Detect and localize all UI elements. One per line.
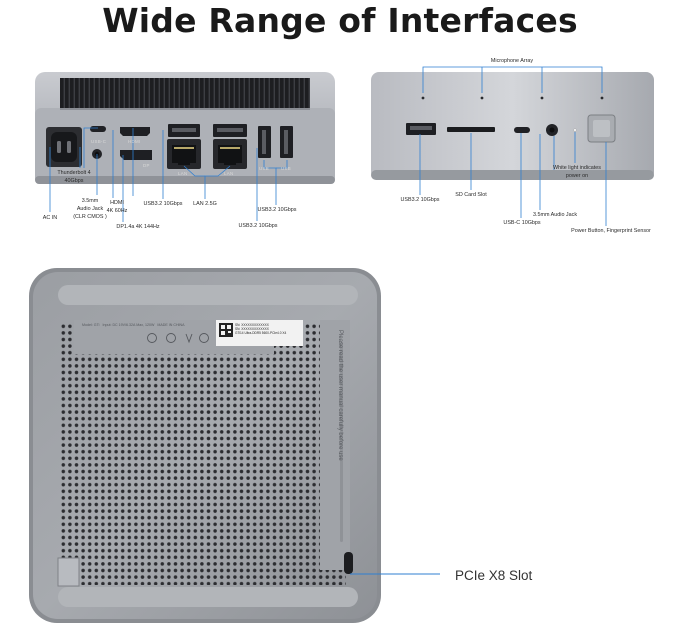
sd-card-slot <box>447 127 495 132</box>
regulatory-text: Model: GTi Input: DC 19V/6.32A Max, 120W… <box>82 323 185 327</box>
label-power-button: Power Button, Fingerprint Sensor <box>571 228 651 234</box>
label-audio-jack-1: 3.5mm <box>81 198 99 204</box>
usbc-port-front <box>514 127 530 133</box>
label-audio-jack-3: (CLR CMOS ) <box>73 214 107 220</box>
label-usb-right-bottom: USB3.2 10Gbps <box>238 223 278 229</box>
front-chassis <box>371 72 654 180</box>
mic-hole-3 <box>540 96 544 100</box>
sticker-text: SN: XXXXXXXXXXXXX SN: XXXXXXXXXXXXX GTi1… <box>235 323 286 336</box>
sticker-line-1: SN: XXXXXXXXXXXXX <box>235 323 269 327</box>
lan-port-1 <box>167 139 201 169</box>
mic-hole-4 <box>600 96 604 100</box>
label-lan: LAN 2.5G <box>193 201 217 207</box>
tag-usbc: USB-C <box>91 139 107 144</box>
tag-dp: DP <box>143 163 150 168</box>
bottom-view <box>29 268 381 623</box>
label-ac-in: AC IN <box>42 215 58 221</box>
label-audio-front: 3.5mm Audio Jack <box>532 212 578 218</box>
sticker-line-2: SN: XXXXXXXXXXXXX <box>235 327 269 332</box>
regulatory-model: Model: GTi <box>82 323 100 327</box>
label-hdmi-1: HDMI <box>110 200 124 206</box>
label-dp: DP1.4a 4K 144Hz <box>116 224 160 230</box>
label-audio-jack-2: Audio Jack <box>76 206 104 212</box>
sticker-line-3: GTi14 Ultra-DDR5 5600-PCIe4.0 X4 <box>235 331 287 336</box>
ac-in-port <box>46 127 82 167</box>
label-hdmi-2: 4K 60Hz <box>106 208 128 214</box>
label-usb-front: USB3.2 10Gbps <box>400 197 440 203</box>
hdmi-port <box>120 127 150 136</box>
side-warning-text: Please read the user manual carefully be… <box>337 330 343 461</box>
regulatory-made-in: MADE IN CHINA <box>157 323 185 327</box>
label-usb-right-top: USB3.2 10Gbps <box>257 207 297 213</box>
pcie-slot <box>344 552 353 574</box>
label-thunderbolt: Thunderbolt 4 <box>57 170 91 176</box>
power-light <box>573 128 577 132</box>
regulatory-icons <box>147 333 209 344</box>
page-title: Wide Range of Interfaces <box>102 1 578 40</box>
rear-vent-grille <box>60 78 310 108</box>
tag-usb-2: USB <box>281 166 291 171</box>
thunderbolt-port <box>90 126 106 132</box>
label-power-light-2: power on <box>565 173 589 179</box>
tag-hdmi: HDMI <box>128 139 141 144</box>
dp-port <box>120 150 152 160</box>
regulatory-input: Input: DC 19V/6.32A Max, 120W <box>102 323 155 327</box>
label-usb-left: USB3.2 10Gbps <box>143 201 183 207</box>
tag-lan-1: LAN <box>178 171 188 176</box>
tag-usb-1: USB <box>259 166 269 171</box>
tag-lan-2: LAN <box>224 171 234 176</box>
mic-hole-2 <box>480 96 484 100</box>
label-sd-card: SD Card Slot <box>455 192 487 198</box>
rear-view <box>35 72 335 184</box>
front-view <box>371 72 654 180</box>
rear-leader-lines <box>49 127 288 222</box>
lan-port-2 <box>213 139 247 169</box>
ventilation-holes <box>60 323 346 585</box>
label-pcie-slot: PCIe X8 Slot <box>455 568 533 583</box>
label-power-light-1: White light indicates <box>553 165 601 171</box>
label-microphone-array: Microphone Array <box>490 58 534 64</box>
label-usbc-front: USB-C 10Gbps <box>503 220 541 226</box>
rubber-tab <box>57 557 80 587</box>
label-thunderbolt-speed: 40Gbps <box>64 178 84 184</box>
front-leader-lines <box>419 66 607 226</box>
mic-hole-1 <box>421 96 425 100</box>
